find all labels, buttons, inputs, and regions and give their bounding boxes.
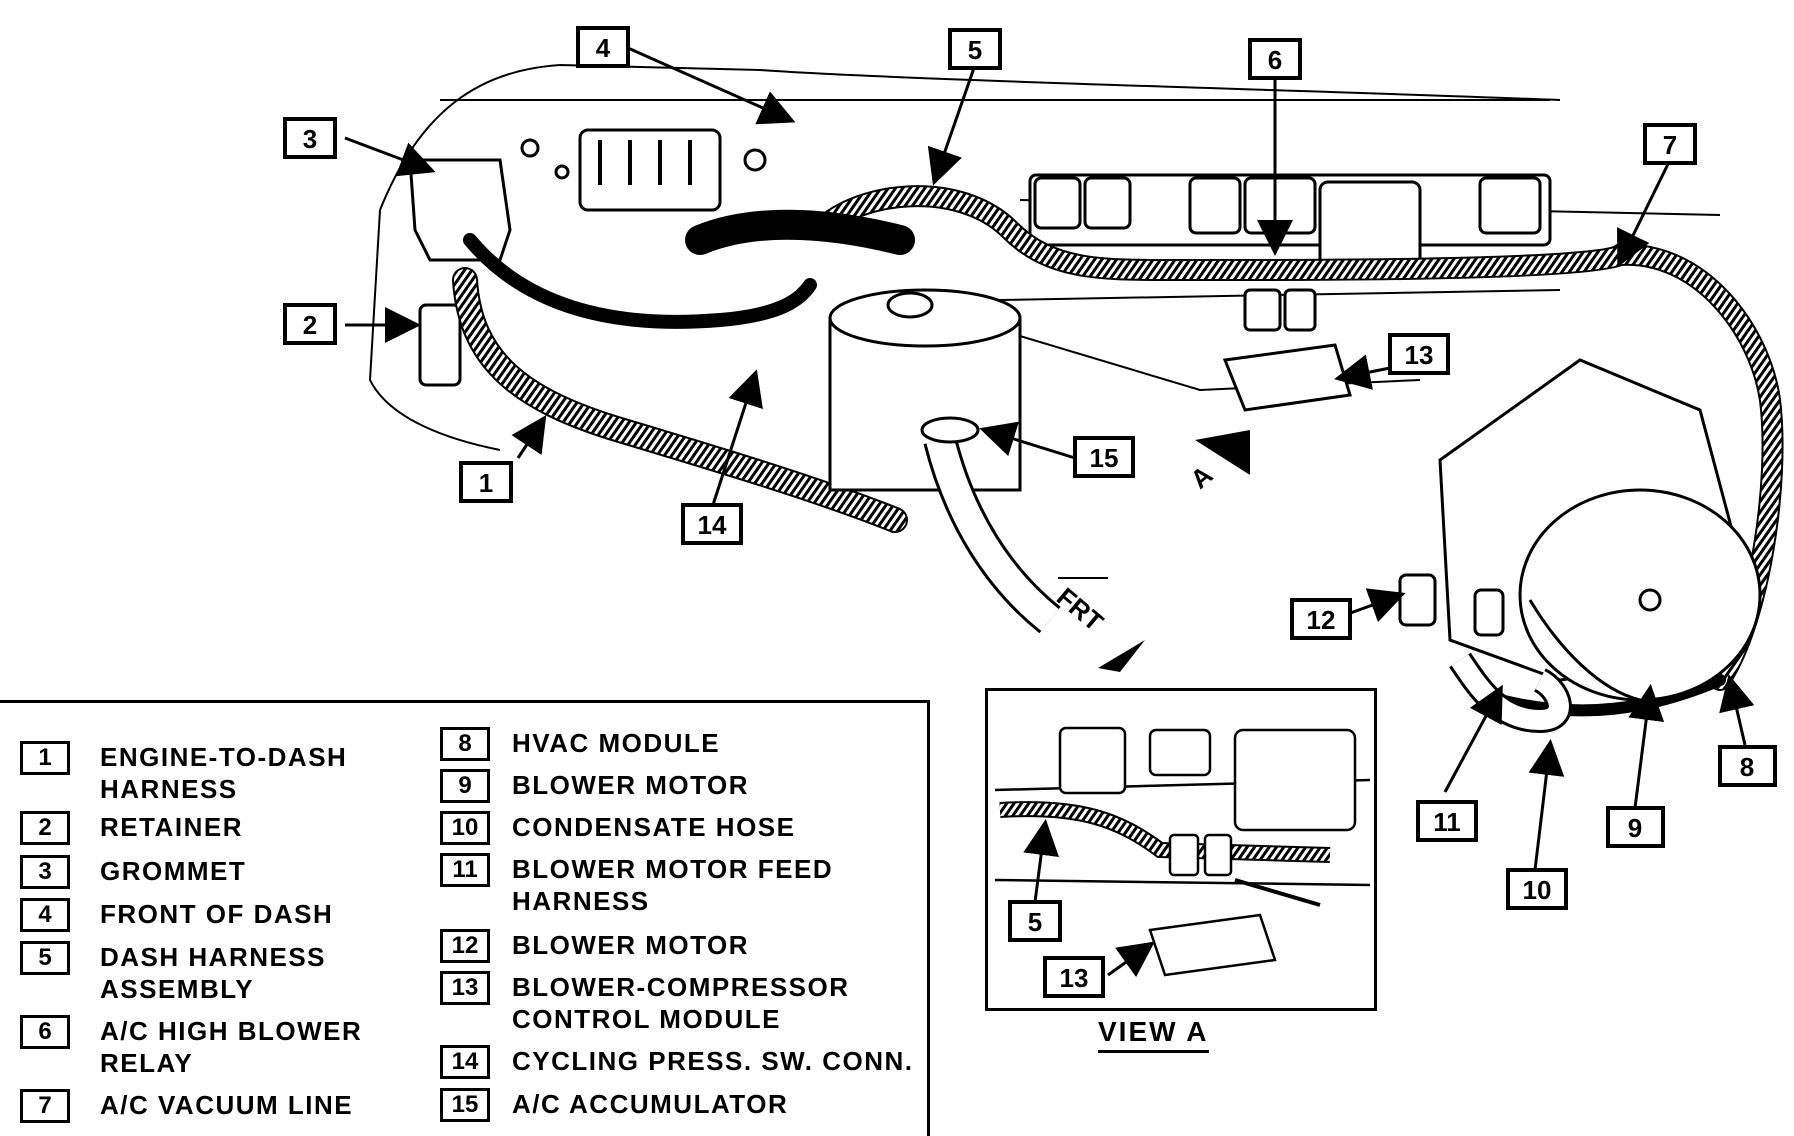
legend-number: 8	[440, 727, 490, 761]
view-a-callout-5: 5	[1028, 907, 1042, 937]
legend-label: DASH HARNESS ASSEMBLY	[100, 942, 327, 1004]
legend-item-14: 14 CYCLING PRESS. SW. CONN.	[440, 1045, 914, 1079]
view-a-drawing	[994, 726, 1371, 977]
callout-5: 5	[968, 35, 982, 65]
view-a-leaders	[1023, 819, 1155, 978]
legend: 1 ENGINE-TO-DASH HARNESS 2 RETAINER 3 GR…	[0, 700, 930, 1136]
view-a-frame	[985, 688, 1377, 1011]
callout-3: 3	[303, 124, 317, 154]
legend-item-4: 4 FRONT OF DASH	[20, 898, 333, 932]
legend-item-12: 12 BLOWER MOTOR	[440, 929, 749, 963]
engine-harness	[452, 233, 908, 533]
callout-11: 11	[1433, 807, 1461, 837]
legend-number: 1	[20, 741, 70, 775]
view-a-callout-13: 13	[1060, 963, 1089, 993]
callout-1: 1	[479, 468, 493, 498]
legend-label: FRONT OF DASH	[100, 899, 334, 929]
legend-item-13: 13 BLOWER-COMPRESSOR CONTROL MODULE	[440, 971, 850, 1035]
legend-label: A/C HIGH BLOWER RELAY	[100, 1016, 363, 1078]
legend-label: A/C VACUUM LINE	[100, 1090, 354, 1120]
callout-10: 10	[1523, 875, 1552, 905]
legend-label: HVAC MODULE	[512, 728, 721, 758]
legend-number: 14	[440, 1045, 490, 1079]
legend-number: 11	[440, 853, 490, 887]
legend-item-7: 7 A/C VACUUM LINE	[20, 1089, 353, 1123]
legend-label: CONDENSATE HOSE	[512, 812, 796, 842]
legend-label: A/C ACCUMULATOR	[512, 1089, 789, 1119]
grommet-area	[408, 158, 512, 387]
callout-13: 13	[1405, 340, 1434, 370]
view-a-marker: A	[1185, 459, 1219, 494]
control-module	[1222, 288, 1352, 412]
legend-number: 13	[440, 971, 490, 1005]
legend-label: ENGINE-TO-DASH HARNESS	[100, 742, 348, 804]
legend-number: 5	[20, 941, 70, 975]
view-a-title: VIEW A	[1098, 1016, 1209, 1053]
legend-item-8: 8 HVAC MODULE	[440, 727, 720, 761]
relay-block	[1028, 173, 1552, 269]
legend-label: BLOWER MOTOR	[512, 770, 750, 800]
legend-number: 6	[20, 1015, 70, 1049]
legend-label: BLOWER-COMPRESSOR CONTROL MODULE	[512, 972, 850, 1034]
callout-14: 14	[698, 510, 727, 540]
legend-number: 3	[20, 855, 70, 889]
callout-6: 6	[1268, 45, 1282, 75]
legend-item-10: 10 CONDENSATE HOSE	[440, 811, 796, 845]
accumulator	[828, 288, 1061, 634]
legend-item-6: 6 A/C HIGH BLOWER RELAY	[20, 1015, 362, 1079]
legend-label: CYCLING PRESS. SW. CONN.	[512, 1046, 914, 1076]
legend-number: 2	[20, 811, 70, 845]
callout-15: 15	[1090, 443, 1119, 473]
bulkhead-connector	[520, 128, 767, 212]
legend-number: 15	[440, 1088, 490, 1122]
callout-4: 4	[596, 33, 611, 63]
legend-item-2: 2 RETAINER	[20, 811, 243, 845]
callout-7: 7	[1663, 130, 1677, 160]
leader-lines	[344, 46, 1755, 871]
legend-label: BLOWER MOTOR	[512, 930, 750, 960]
callout-9: 9	[1628, 813, 1642, 843]
legend-number: 4	[20, 898, 70, 932]
legend-item-9: 9 BLOWER MOTOR	[440, 769, 749, 803]
legend-label: RETAINER	[100, 812, 243, 842]
legend-item-15: 15 A/C ACCUMULATOR	[440, 1088, 788, 1122]
legend-item-11: 11 BLOWER MOTOR FEED HARNESS	[440, 853, 833, 917]
callout-boxes	[283, 26, 1777, 998]
legend-number: 7	[20, 1089, 70, 1123]
callout-8: 8	[1740, 752, 1754, 782]
frt-label: FRT	[1051, 582, 1109, 638]
callout-12: 12	[1307, 605, 1336, 635]
legend-item-3: 3 GROMMET	[20, 855, 246, 889]
legend-number: 12	[440, 929, 490, 963]
legend-label: BLOWER MOTOR FEED HARNESS	[512, 854, 834, 916]
legend-label: GROMMET	[100, 856, 247, 886]
legend-item-1: 1 ENGINE-TO-DASH HARNESS	[20, 741, 347, 805]
legend-item-5: 5 DASH HARNESS ASSEMBLY	[20, 941, 326, 1005]
front-direction-arrow: FRT	[1051, 577, 1145, 672]
hvac-module	[1398, 358, 1762, 734]
callout-2: 2	[303, 310, 317, 340]
callout-numbers: 1 2 3 4 5 6 7 8 9 10 11 12 13 14 15 5 13	[303, 33, 1754, 993]
legend-number: 10	[440, 811, 490, 845]
legend-number: 9	[440, 769, 490, 803]
view-a-arrow: A	[1185, 430, 1250, 495]
